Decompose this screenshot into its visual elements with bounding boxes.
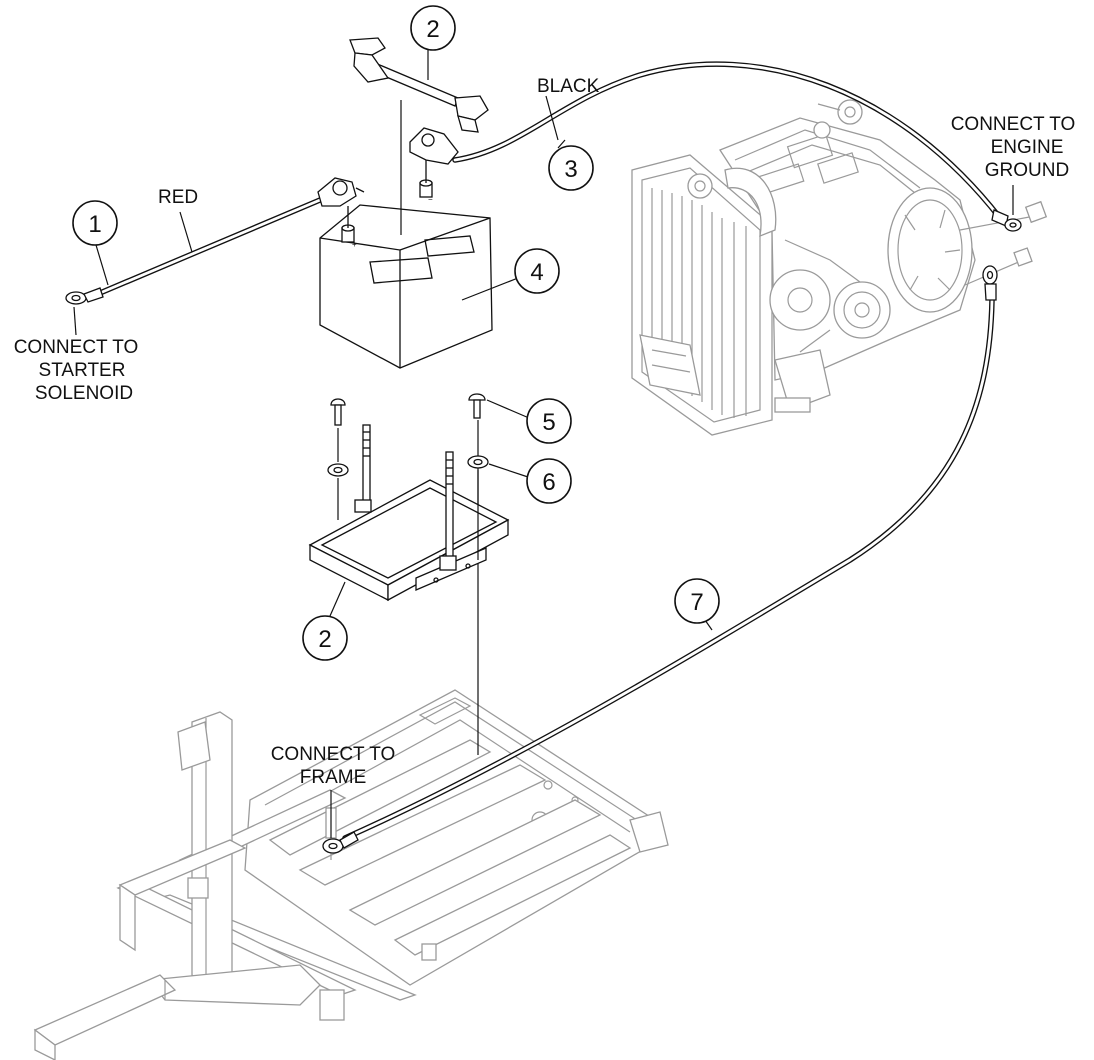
callout-4-number: 4	[530, 259, 543, 286]
callout-2-tray: 2	[302, 581, 348, 661]
label-engine-line3: GROUND	[985, 160, 1069, 181]
label-starter-line1: CONNECT TO	[14, 337, 139, 358]
callout-6: 6	[488, 458, 572, 504]
battery-tray	[308, 393, 510, 602]
callout-6-number: 6	[542, 469, 555, 496]
callout-7-number: 7	[690, 589, 703, 616]
callout-5: 5	[486, 398, 572, 444]
battery: + −	[319, 179, 493, 369]
label-engine-line1: CONNECT TO	[951, 114, 1076, 135]
frame-assembly	[33, 689, 669, 1060]
leader-lines	[73, 95, 1014, 838]
callout-1: 1	[72, 200, 118, 286]
callout-7: 7	[674, 578, 720, 631]
label-starter-line2: STARTER	[39, 360, 126, 381]
red-positive-cable	[65, 177, 365, 305]
callout-1-number: 1	[88, 211, 101, 238]
label-black: BLACK	[537, 76, 600, 97]
callout-2-hold-down-number: 2	[426, 16, 439, 43]
callout-4: 4	[461, 248, 560, 301]
hold-down-bar	[349, 37, 489, 755]
text-labels: RED BLACK CONNECT TO STARTER SOLENOID CO…	[14, 76, 1076, 788]
callout-5-number: 5	[542, 409, 555, 436]
label-red: RED	[158, 187, 198, 208]
label-frame-line2: FRAME	[300, 767, 367, 788]
label-frame-line1: CONNECT TO	[271, 744, 396, 765]
callout-2-hold-down: 2	[410, 5, 456, 80]
label-starter-line3: SOLENOID	[35, 383, 133, 404]
svg-text:+: +	[352, 240, 357, 249]
black-negative-cable	[409, 61, 1022, 232]
label-engine-line2: ENGINE	[991, 137, 1064, 158]
svg-text:−: −	[428, 195, 433, 204]
engine-assembly	[631, 99, 1048, 436]
callout-3-number: 3	[564, 156, 577, 183]
frame-ground-cable	[322, 265, 998, 854]
callout-3: 3	[548, 139, 594, 191]
callout-2-tray-number: 2	[318, 626, 331, 653]
